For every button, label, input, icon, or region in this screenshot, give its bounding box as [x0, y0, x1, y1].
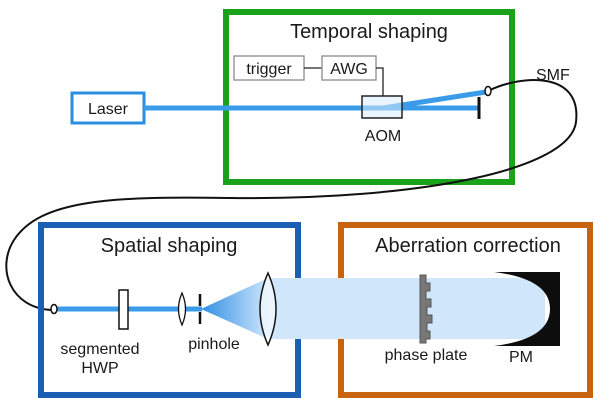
temporal-shaping-box: [223, 9, 515, 185]
aom-crystal: [361, 95, 403, 119]
trigger-box: [233, 55, 305, 81]
temporal-shaping-title: Temporal shaping: [290, 21, 448, 43]
parabolic-mirror: [494, 272, 560, 346]
awg-aom-wire: [376, 67, 384, 96]
focusing-lens: [177, 291, 187, 327]
smf-label: SMF: [536, 67, 570, 84]
awg-label: AWG: [330, 61, 368, 78]
pm-label: PM: [509, 349, 533, 366]
pinhole-label: pinhole: [188, 336, 240, 353]
expanding-beam: [201, 278, 268, 339]
phase-plate: [419, 274, 433, 344]
fiber-input-coupler: [484, 85, 492, 97]
single-mode-fiber: [5, 79, 578, 311]
spatial-shaping-title: Spatial shaping: [101, 235, 238, 257]
hwp-label-line2: HWP: [81, 360, 118, 377]
hwp-label-line1: segmented: [60, 341, 139, 358]
aberration-correction-title: Aberration correction: [375, 235, 561, 257]
trigger-label: trigger: [246, 61, 292, 78]
laser-label: Laser: [88, 101, 129, 118]
fiber-output-coupler: [50, 303, 58, 315]
aom-label: AOM: [365, 128, 401, 145]
collimating-lens: [259, 271, 277, 347]
phase-plate-label: phase plate: [385, 347, 468, 364]
laser-box: [70, 91, 146, 125]
collimated-beam: [268, 278, 545, 339]
segmented-hwp: [118, 289, 129, 330]
